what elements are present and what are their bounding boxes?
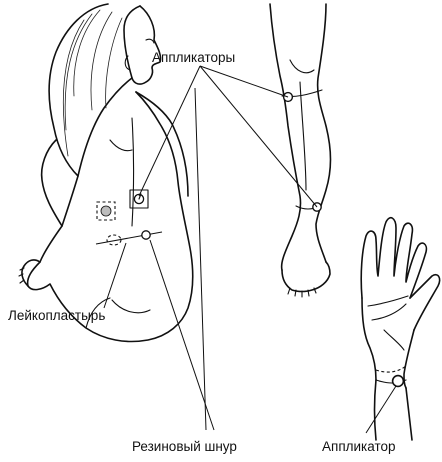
leg-outline-right (316, 4, 331, 262)
palm-crease-1 (368, 296, 408, 306)
hand-wrist-right (404, 330, 414, 388)
spine-line (132, 118, 134, 226)
eye (146, 39, 154, 43)
applicator-spot-left (101, 206, 111, 216)
forearm-left (375, 380, 377, 440)
leader-rubber-cord-2 (150, 240, 214, 430)
wrist-dashed-band (376, 366, 406, 372)
leader-applicators-to-back (139, 66, 200, 196)
shin-line (300, 82, 306, 190)
wrist-applicator (393, 376, 404, 387)
waist-cord (96, 232, 162, 244)
label-applicator: Аппликатор (322, 439, 396, 454)
hair-strands (63, 10, 122, 156)
waist-applicator (142, 231, 150, 239)
shoulder-blade (110, 140, 132, 151)
knee (42, 140, 62, 226)
leader-applicator (366, 386, 396, 433)
hand-thumb (410, 275, 440, 330)
leg-foot (282, 262, 330, 292)
knee-cap (290, 60, 314, 73)
forearm-right (406, 388, 412, 440)
leg-figure (270, 4, 331, 297)
back-outline (28, 92, 193, 342)
buttocks-crease (112, 300, 150, 313)
face-profile (132, 6, 161, 84)
hand-figure (361, 218, 439, 440)
palm-crease-3 (384, 330, 404, 350)
leader-applicators-to-ankle (200, 66, 317, 207)
leader-lines (104, 66, 396, 433)
label-adhesive-plaster: Лейкопластырь (8, 308, 105, 323)
palm-crease-2 (372, 304, 406, 320)
leader-plaster (104, 243, 126, 308)
leg-outline-left (270, 4, 301, 270)
hand-palm (362, 298, 376, 380)
label-rubber-cord: Резиновый шнур (132, 439, 237, 454)
hand-fingers (361, 218, 426, 298)
label-applicators: Аппликаторы (152, 50, 235, 65)
